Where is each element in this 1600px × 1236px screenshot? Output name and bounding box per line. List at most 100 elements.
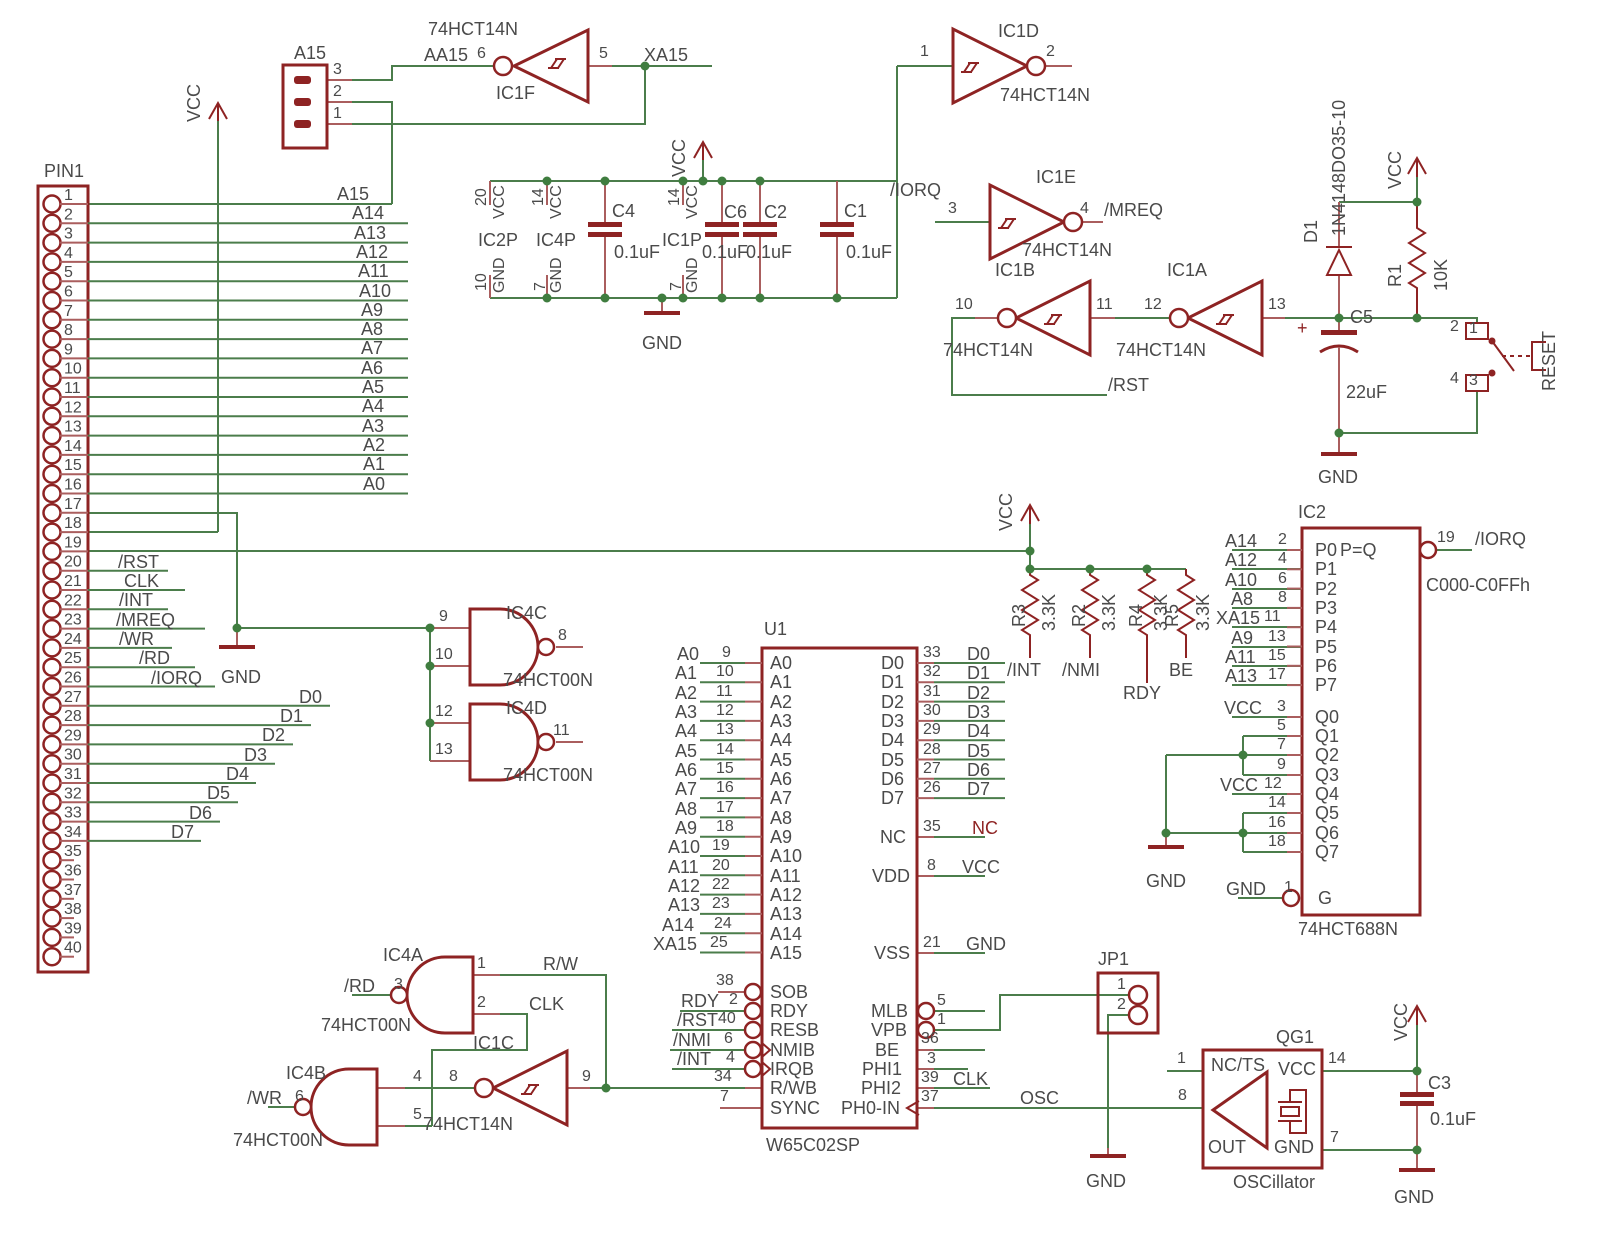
pin1-number-36: 36 (64, 863, 82, 880)
qg1-oscillator[interactable] (1201, 1048, 1324, 1170)
r1-name: R1 (1385, 263, 1405, 287)
u1-n-int: /INT (677, 1049, 711, 1069)
pin1-number-38: 38 (64, 901, 82, 918)
capacitor-c4[interactable] (588, 222, 622, 237)
net-iorq-ic1e: /IORQ (890, 180, 942, 200)
c2-value: 0.1uF (746, 242, 793, 262)
ic4d-nand[interactable] (468, 702, 556, 782)
ic2-p11: 11 (1264, 608, 1281, 625)
sw-pin3: 3 (1469, 372, 1478, 389)
ic2-pn-q1: Q1 (1315, 726, 1340, 746)
diode-d1[interactable] (1325, 202, 1353, 318)
u1-pn-d0: D0 (881, 653, 905, 673)
pin1-number-18: 18 (64, 515, 82, 532)
ic2p-vcc: VCC (491, 185, 508, 219)
qg1-name: QG1 (1276, 1027, 1315, 1047)
ic2-comparator[interactable] (1281, 526, 1438, 917)
u1-p33: 33 (923, 644, 941, 661)
ic2p-name: IC2P (478, 230, 519, 250)
u1-p39: 39 (921, 1069, 939, 1086)
net-a2: A2 (363, 435, 386, 455)
ic2-n-vcc3: VCC (1224, 698, 1263, 718)
qg1-pin8: 8 (1178, 1087, 1187, 1104)
ic2-pn-p3: P3 (1315, 598, 1338, 618)
pin1-number-1: 1 (64, 187, 73, 204)
u1-p22: 22 (712, 876, 730, 893)
resistor-r4[interactable] (1137, 569, 1157, 683)
net-a15: A15 (337, 184, 370, 204)
u1-nd1: D1 (967, 663, 991, 683)
ic4d-part: 74HCT00N (503, 765, 594, 785)
u1-n-a14: A14 (662, 915, 695, 935)
pin1-connector[interactable] (36, 184, 90, 974)
ic2-pn-g: G (1318, 888, 1333, 908)
pin1-number-24: 24 (64, 631, 82, 648)
ic2-pn-peq: P=Q (1340, 540, 1377, 560)
pin1-number-9: 9 (64, 341, 73, 358)
ic1b-inverter[interactable] (996, 278, 1092, 358)
ic4a-nand[interactable] (389, 955, 475, 1035)
resistor-r3[interactable] (1020, 569, 1040, 658)
resistor-r1[interactable] (1407, 202, 1427, 318)
ic4b-nand[interactable] (293, 1067, 379, 1147)
u1-pn-a4: A4 (770, 730, 793, 750)
jp1-jumper[interactable] (1096, 971, 1160, 1035)
ic1p-pin14: 14 (666, 188, 683, 206)
net-clk-ic4a: CLK (529, 994, 565, 1014)
u1-cpu[interactable] (743, 646, 936, 1130)
capacitor-c6[interactable] (705, 222, 739, 237)
ic1d-pin2: 2 (1046, 43, 1055, 60)
ic1c-inverter[interactable] (473, 1048, 569, 1128)
ic1f-inverter[interactable] (492, 27, 590, 105)
ic4b-pin6: 6 (295, 1088, 304, 1105)
ic4c-nand[interactable] (468, 607, 556, 687)
ic2-pn-q2: Q2 (1315, 745, 1340, 765)
resistor-r5[interactable] (1176, 569, 1196, 658)
u1-n-a7: A7 (675, 779, 698, 799)
hdr-a15-name: A15 (294, 43, 327, 63)
u1-n-a5: A5 (675, 741, 698, 761)
ic2-part: 74HCT688N (1298, 919, 1399, 939)
u1-pn-rwb: R/WB (770, 1078, 817, 1098)
net-wr-ic4b: /WR (247, 1088, 282, 1108)
net-a3: A3 (362, 416, 385, 436)
u1-pn-d4: D4 (881, 730, 905, 750)
resistor-r2[interactable] (1080, 569, 1100, 658)
ic2-p3: 3 (1277, 698, 1286, 715)
u1-name: U1 (764, 619, 788, 639)
ic1a-inverter[interactable] (1168, 278, 1264, 358)
u1-p15: 15 (716, 760, 734, 777)
capacitor-c3[interactable] (1400, 1092, 1434, 1106)
reset-switch[interactable] (1465, 322, 1546, 392)
pin1-number-17: 17 (64, 496, 82, 513)
ic2-n-a14: A14 (1225, 531, 1258, 551)
u1-pn-resb: RESB (770, 1020, 820, 1040)
junction-dots (232, 61, 1422, 1155)
pin1-number-16: 16 (64, 477, 82, 494)
u1-pn-nc: NC (880, 827, 906, 847)
pin1-number-7: 7 (64, 303, 73, 320)
gnd-text-c3: GND (1394, 1187, 1434, 1207)
ic4d-name: IC4D (506, 698, 548, 718)
ic1d-inverter[interactable] (951, 26, 1047, 106)
ic2p-pin20: 20 (473, 188, 490, 206)
capacitor-c1[interactable] (820, 222, 854, 237)
jp1-pin2: 2 (1117, 996, 1126, 1013)
ic1e-name: IC1E (1036, 167, 1077, 187)
pin1-number-10: 10 (64, 361, 82, 378)
capacitor-c2[interactable] (743, 222, 777, 237)
a15-header[interactable] (281, 63, 329, 150)
pin1-number-6: 6 (64, 284, 73, 301)
u1-n-a3: A3 (675, 702, 698, 722)
u1-p14: 14 (716, 741, 734, 758)
u1-pn-d6: D6 (881, 769, 905, 789)
u1-p35: 35 (923, 818, 941, 835)
ic1e-inverter[interactable] (988, 182, 1084, 262)
c2-name: C2 (764, 202, 788, 222)
ic2-pn-q6: Q6 (1315, 823, 1340, 843)
ic2-n-a8: A8 (1231, 589, 1254, 609)
pin1-number-37: 37 (64, 882, 82, 899)
u1-pn-a5: A5 (770, 750, 793, 770)
u1-pn-d1: D1 (881, 672, 905, 692)
